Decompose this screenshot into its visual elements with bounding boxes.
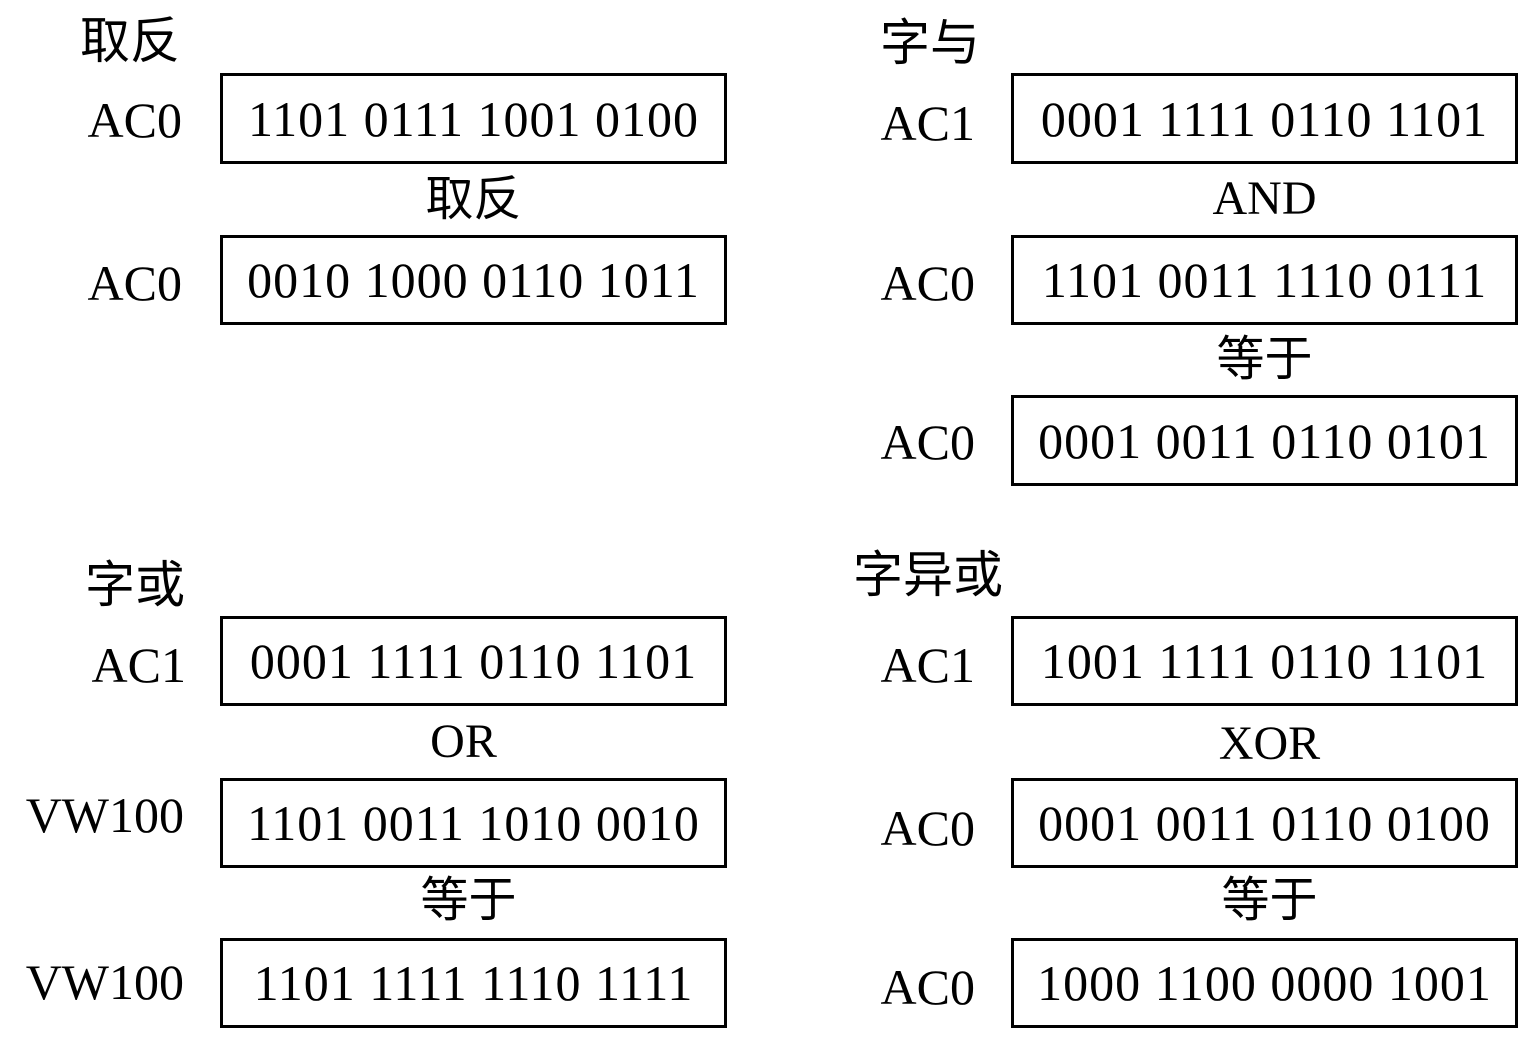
and-equals-label: 等于: [1216, 331, 1313, 387]
and-result-register: AC0: [880, 414, 975, 470]
or-panel-title: 字或: [85, 556, 185, 614]
or-operand2-register: VW100: [25, 787, 184, 843]
xor-operand1-value: 1001 1111 0110 1101: [1011, 616, 1518, 706]
and-operator-label: AND: [1212, 172, 1317, 225]
xor-operator-label: XOR: [1218, 717, 1321, 770]
and-result-value: 0001 0011 0110 0101: [1011, 395, 1518, 486]
not-operand-register: AC0: [87, 92, 182, 148]
xor-operand1-register: AC1: [880, 637, 975, 693]
or-operator-label: OR: [430, 715, 497, 768]
or-result-value: 1101 1111 1110 1111: [220, 938, 727, 1028]
or-result-register: VW100: [25, 954, 184, 1010]
and-panel-title: 字与: [880, 14, 980, 72]
not-result-register: AC0: [87, 255, 182, 311]
and-operand1-register: AC1: [880, 95, 975, 151]
xor-operand2-value: 0001 0011 0110 0100: [1011, 778, 1518, 868]
or-operand2-value: 1101 0011 1010 0010: [220, 778, 727, 868]
xor-result-register: AC0: [880, 959, 975, 1015]
not-result-value: 0010 1000 0110 1011: [220, 235, 727, 325]
or-operand1-value: 0001 1111 0110 1101: [220, 616, 727, 706]
or-equals-label: 等于: [420, 872, 517, 928]
or-operand1-register: AC1: [91, 637, 186, 693]
and-operand1-value: 0001 1111 0110 1101: [1011, 73, 1518, 164]
xor-panel-title: 字异或: [853, 546, 1003, 604]
not-operator-label: 取反: [425, 171, 522, 227]
not-operand-value: 1101 0111 1001 0100: [220, 73, 727, 164]
not-panel-title: 取反: [80, 12, 180, 70]
and-operand2-value: 1101 0011 1110 0111: [1011, 235, 1518, 325]
xor-equals-label: 等于: [1221, 872, 1318, 928]
xor-operand2-register: AC0: [880, 800, 975, 856]
and-operand2-register: AC0: [880, 255, 975, 311]
xor-result-value: 1000 1100 0000 1001: [1011, 938, 1518, 1028]
